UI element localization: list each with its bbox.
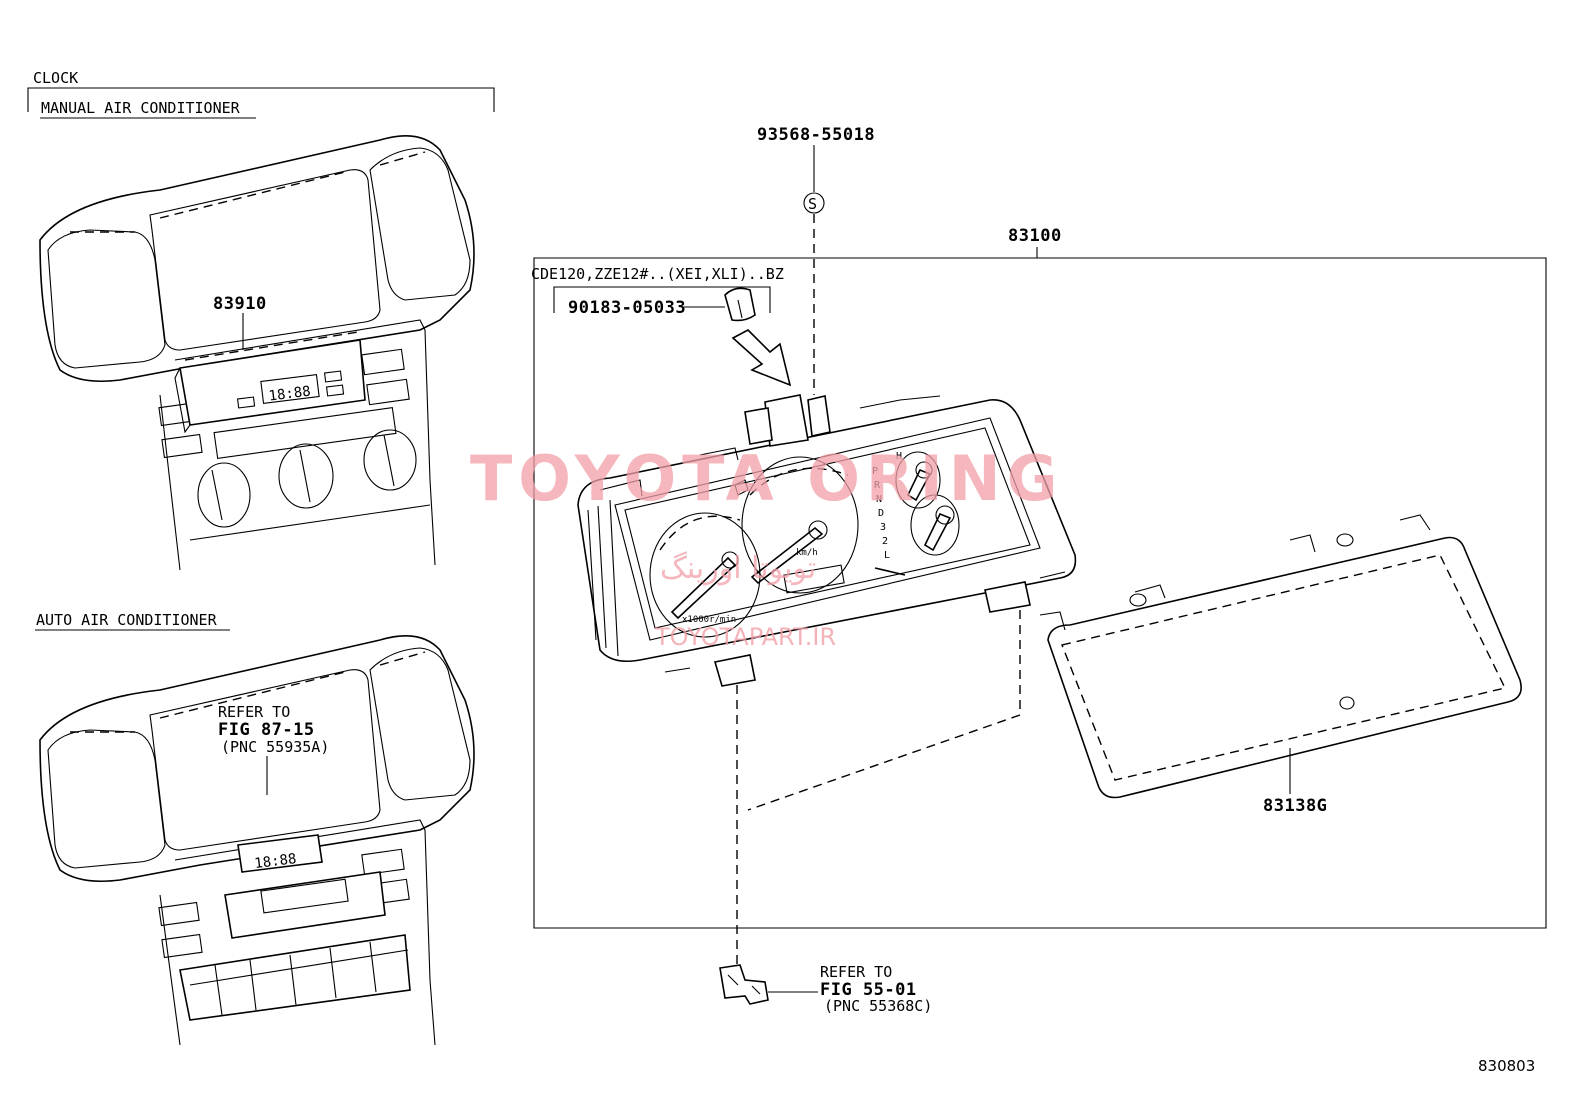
figure-id: 830803 (1478, 1057, 1535, 1075)
part-clip-label: 90183-05033 (568, 298, 686, 318)
screw-symbol-text: S (808, 195, 817, 213)
knob-right (363, 429, 417, 491)
fuel-gauge (910, 494, 960, 556)
screw-symbol-circle (803, 192, 825, 214)
refer-auto-line1: REFER TO (218, 703, 290, 721)
temp-gauge (895, 451, 941, 509)
odometer (783, 564, 845, 594)
auto-dash-bezel: 18:88 (39, 634, 475, 1046)
clock-bracket (27, 87, 495, 112)
gear-p: P (872, 466, 878, 477)
refer-bottom-line1: REFER TO (820, 963, 892, 981)
gear-3: 3 (880, 522, 886, 533)
mount-bracket (719, 964, 769, 1005)
gear-r: R (874, 480, 881, 491)
watermark-main: TOYOTA ORING (470, 442, 1064, 515)
temp-high-label: H (896, 451, 902, 462)
clock-display-auto: 18:88 (254, 851, 298, 872)
knob-left (197, 462, 251, 528)
tach-unit: x1000r/min (682, 615, 736, 625)
variant-bracket (553, 286, 771, 313)
gear-n: N (876, 494, 882, 505)
cluster-glass (1039, 514, 1522, 799)
instrument-cluster: x1000r/min km/h P R N D 3 2 L H (577, 394, 1077, 687)
manual-dash-bezel (39, 134, 475, 571)
glass-dash-line (747, 610, 1021, 811)
clock-header-label: CLOCK (33, 69, 78, 87)
gear-d: D (878, 508, 884, 519)
speed-unit: km/h (796, 548, 818, 558)
clip-part (724, 287, 756, 322)
cluster-frame (533, 257, 1547, 929)
auto-ac-label: AUTO AIR CONDITIONER (36, 611, 218, 629)
watermark-url: TOYOTAPART.IR (654, 623, 836, 651)
part-screw-label: 93568-55018 (757, 125, 875, 145)
gear-2: 2 (882, 536, 888, 547)
auto-ac-section: AUTO AIR CONDITIONER 18:88 REFER T (35, 611, 475, 1046)
part-83100-label: 83100 (1008, 226, 1062, 246)
speedometer (741, 456, 859, 594)
refer-bottom-line3: (PNC 55368C) (824, 997, 932, 1015)
refer-auto-line3: (PNC 55935A) (221, 738, 329, 756)
manual-ac-label: MANUAL AIR CONDITIONER (41, 99, 241, 117)
part-83138g-label: 83138G (1263, 796, 1327, 816)
variant-note: CDE120,ZZE12#..(XEI,XLI)..BZ (531, 265, 784, 283)
clip-arrow (731, 329, 792, 387)
clock-display-manual: 18:88 (268, 384, 312, 405)
part-83910-label: 83910 (213, 294, 267, 314)
manual-ac-section: CLOCK MANUAL AIR CONDITIONER (27, 69, 495, 571)
cluster-section: 93568-55018 S 83100 CDE120,ZZE12#..(XEI,… (531, 125, 1547, 1015)
clock-unit-manual: 18:88 (174, 331, 366, 434)
watermark: TOYOTA ORING TOYOTAPART.IR تویوتا اورینگ (470, 442, 1064, 651)
refer-bottom-line2: FIG 55-01 (820, 980, 917, 1000)
watermark-persian: تویوتا اورینگ (660, 551, 816, 586)
refer-auto-line2: FIG 87-15 (218, 720, 315, 740)
knob-center (278, 443, 334, 509)
gear-l: L (884, 550, 890, 561)
